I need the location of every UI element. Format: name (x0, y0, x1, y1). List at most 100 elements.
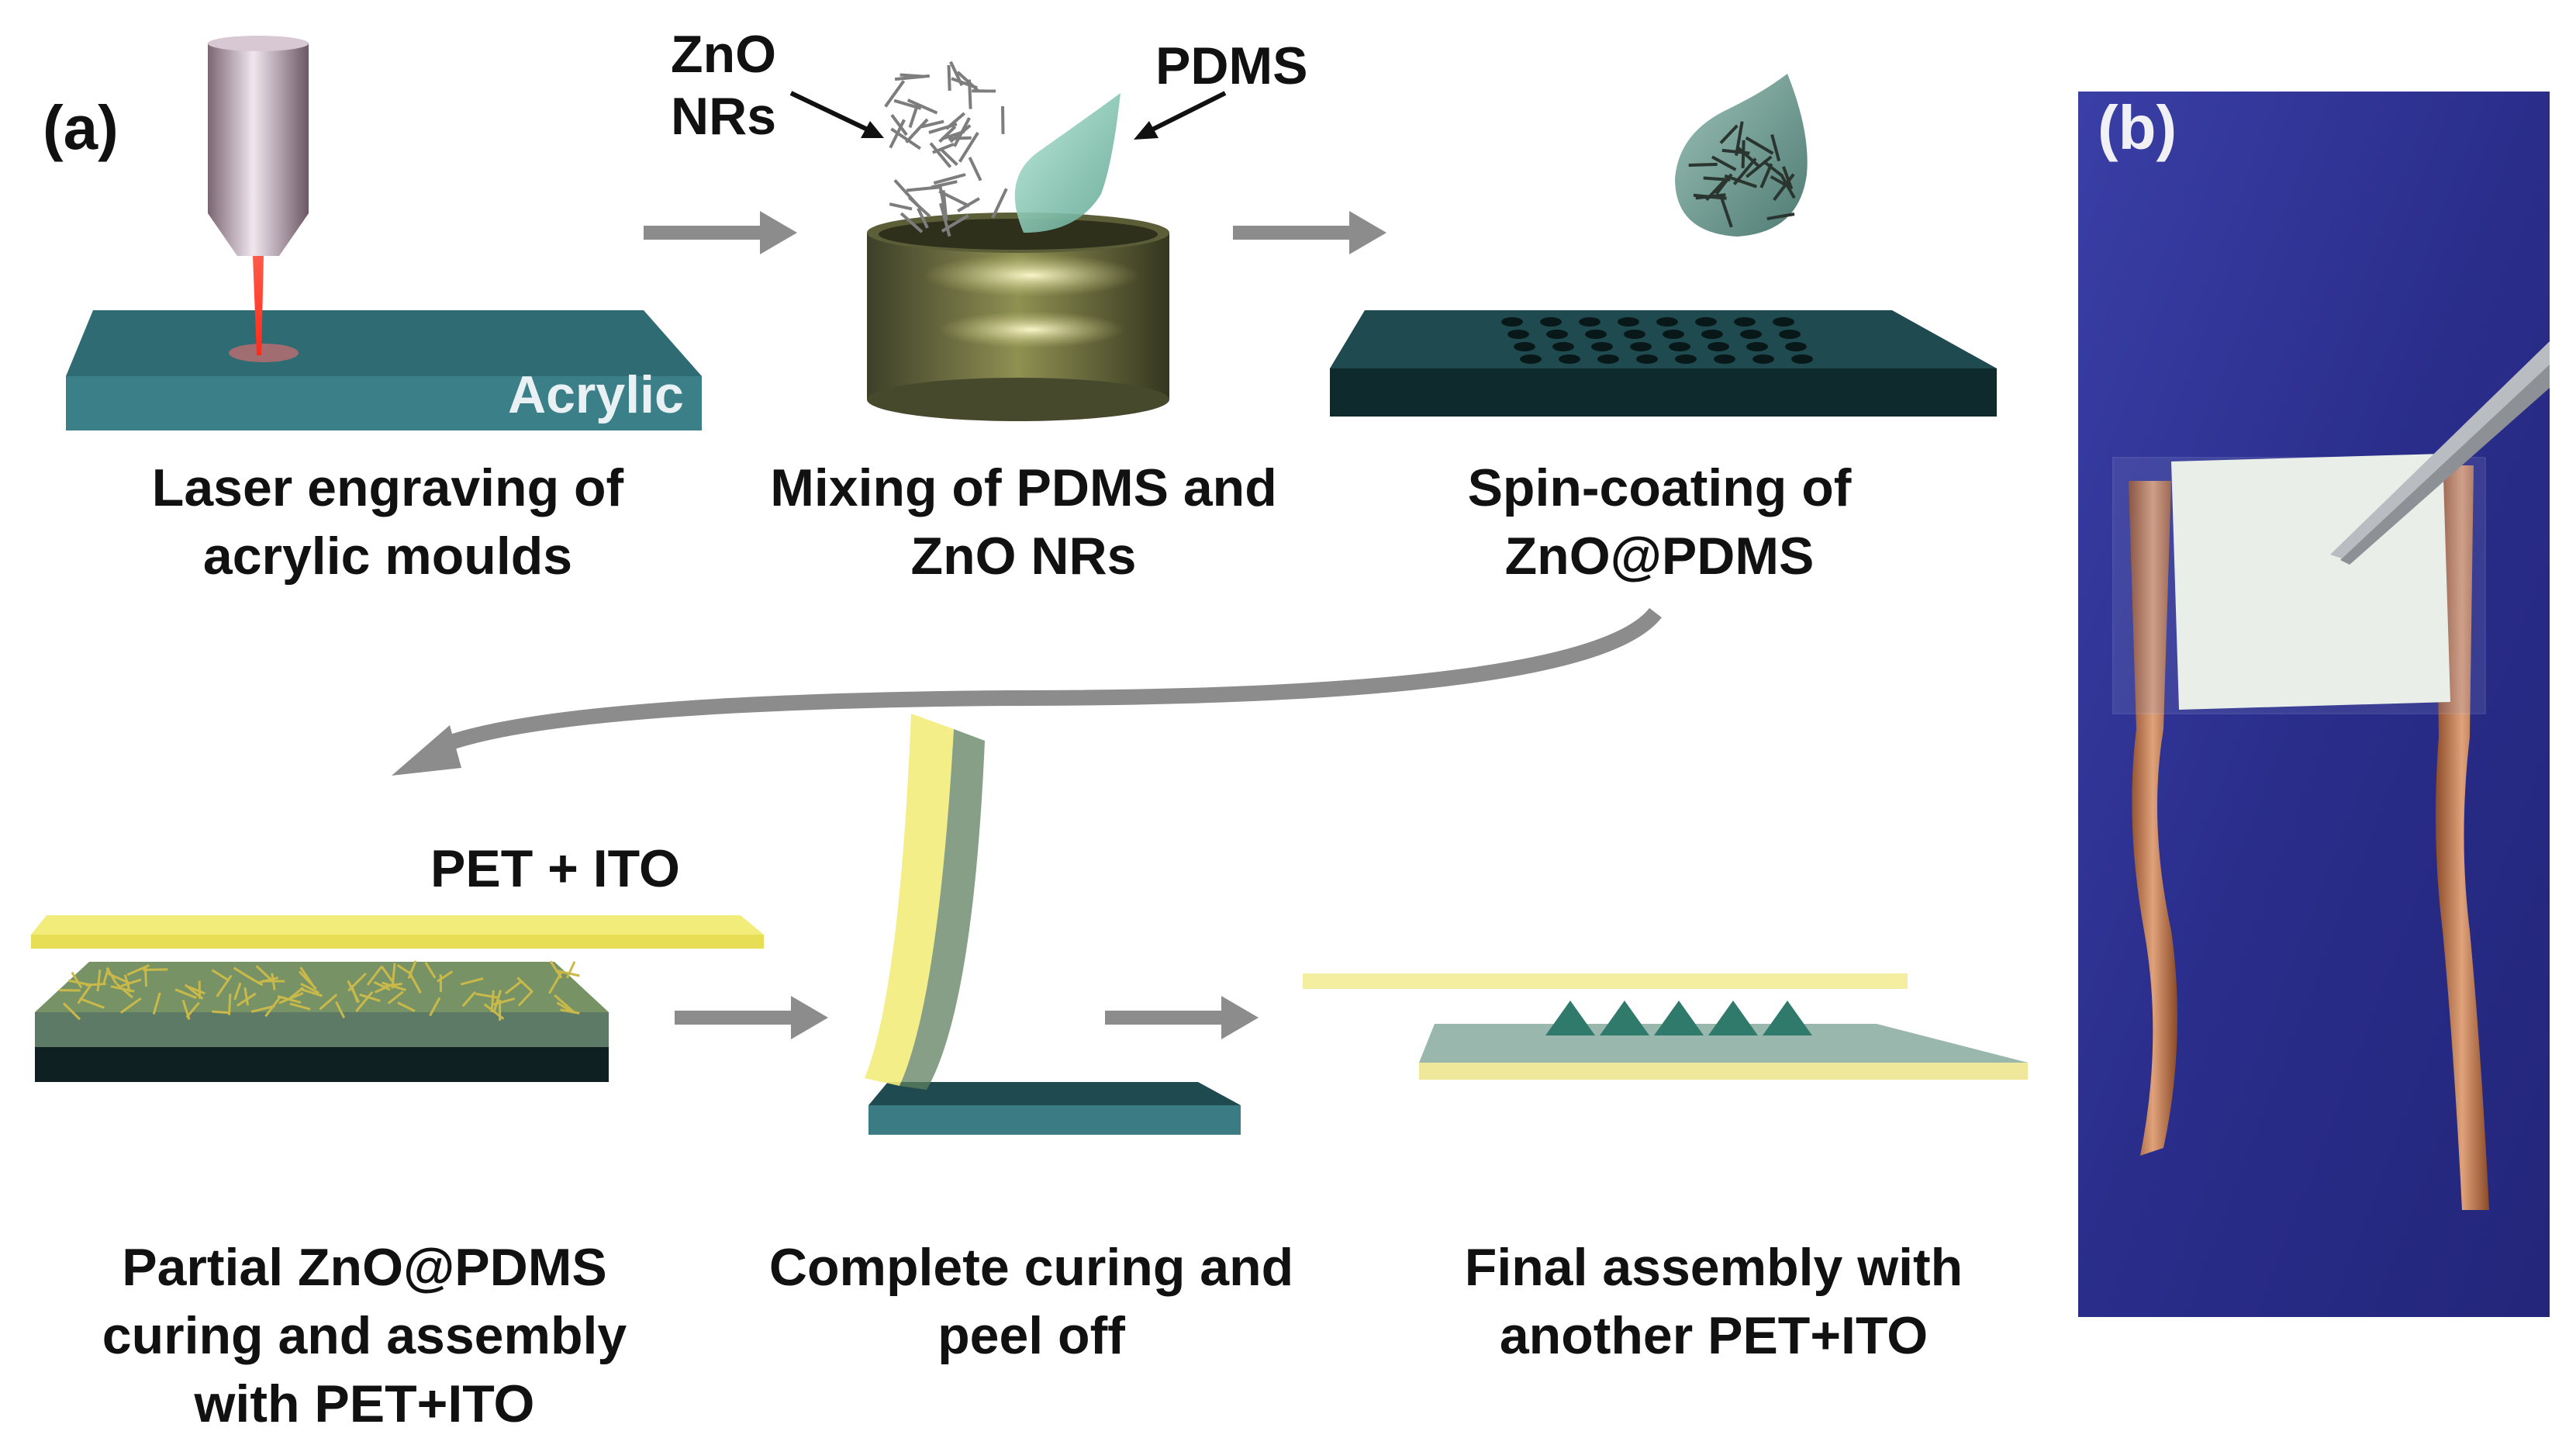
mould-cavity (1624, 330, 1645, 339)
zno-nanorod (429, 997, 441, 1017)
zno-nanorod (373, 980, 391, 991)
beaker-rim-inner (879, 219, 1158, 250)
zno-nanorod (347, 980, 361, 1003)
pyramid (1654, 1001, 1704, 1035)
zno-nanorod (77, 983, 93, 1004)
peel-mould-top (868, 1082, 1241, 1105)
zno-nanorod (152, 992, 161, 1015)
mould-cavity (1552, 342, 1574, 351)
mould-cavity (1734, 317, 1756, 327)
zno-nanorod (319, 994, 338, 1011)
pdms-droplet (1014, 93, 1121, 233)
zno-nanorod (1736, 146, 1759, 168)
zno-nanorod (941, 130, 965, 140)
mould-cavity (1630, 342, 1652, 351)
zno-nanorod (948, 136, 972, 140)
mould-cavity (1501, 317, 1523, 327)
zno-nanorod (188, 985, 205, 995)
caption-step-2-line-1: Mixing of PDMS and (770, 458, 1277, 517)
zno-nanorod (264, 996, 281, 1018)
zno-nanorod (1766, 213, 1795, 220)
zno-nanorod (941, 214, 969, 233)
mould-cavity (1597, 354, 1619, 364)
spin-coating-scene (1330, 74, 1997, 417)
zno-nanorod (938, 125, 957, 143)
zno-pointer (789, 91, 874, 134)
zno-nanorod (1773, 173, 1795, 202)
zno-nanorod (461, 990, 477, 1008)
laser-nozzle-top (208, 36, 309, 51)
caption-step-4-line-1: Partial ZnO@PDMS (122, 1238, 607, 1297)
arrow-step-5-to-6 (1105, 996, 1259, 1039)
mould-cavity (1773, 317, 1794, 327)
caption-step-6-line-1: Final assembly with (1464, 1238, 1963, 1297)
pdms-pointer (1146, 91, 1227, 134)
zno-nanorod (216, 974, 233, 997)
mould-cavity (1791, 354, 1813, 364)
zno-nanorod (554, 994, 575, 1013)
mould-cavity (1785, 342, 1807, 351)
zno-nanorod (120, 978, 142, 987)
caption-step-1: Laser engraving of acrylic moulds (101, 454, 675, 590)
zno-nanorod (893, 178, 920, 207)
curved-arrow-row-1-to-2 (392, 607, 1662, 776)
arrows-row-1 (644, 211, 1386, 254)
zno-nanorod (298, 970, 317, 990)
zno-nanorod (116, 983, 133, 999)
zno-nanorod (71, 971, 83, 989)
zno-nanorod (1746, 155, 1773, 178)
laser-nozzle (208, 43, 309, 213)
mould-cavity (1740, 330, 1762, 339)
zno-nanorod (174, 988, 197, 999)
zno-nanorod (255, 965, 274, 982)
zno-nanorod (391, 963, 396, 989)
arrows-row-2 (675, 996, 1259, 1039)
zno-nanorod (424, 962, 437, 979)
zno-nanorod (475, 992, 498, 999)
zno-nanorod (947, 64, 951, 91)
mixing-scene (867, 60, 1169, 421)
zno-nanorod (565, 961, 576, 979)
mould-cavity (1663, 330, 1684, 339)
device-photo (2078, 92, 2550, 1317)
zno-nanorod (1782, 166, 1794, 190)
pyramid (1708, 1001, 1758, 1035)
zno-layer-front (35, 1012, 609, 1047)
mould-cavity (1779, 330, 1801, 339)
laser-beam (253, 256, 264, 355)
zno-nanorod (505, 980, 523, 995)
mould-cavity (1701, 330, 1723, 339)
zno-nanorod (359, 993, 381, 1002)
mould-base (35, 1047, 609, 1082)
beaker-glow-1 (923, 254, 1140, 297)
panel-a-label: (a) (43, 93, 119, 162)
zno-nanorod (237, 992, 257, 1007)
pyramid (1763, 1001, 1812, 1035)
zno-nanorod (905, 118, 929, 143)
zno-nanorod (250, 1004, 275, 1013)
zno-nanorod (968, 157, 982, 181)
beaker-glow-2 (938, 311, 1124, 348)
pet-ito-sheet-top (31, 915, 764, 935)
caption-step-3: Spin-coating of ZnO@PDMS (1373, 454, 1946, 590)
arrow-step-1-to-2 (644, 211, 797, 254)
acrylic-slab-front (66, 376, 702, 430)
tweezer (2330, 341, 2550, 565)
zno-nanorod (407, 960, 417, 980)
annotation-pointers (789, 91, 1227, 140)
zno-nanorod (920, 119, 944, 129)
arrow-step-2-to-3 (1233, 211, 1386, 254)
zno-nanorod (889, 119, 906, 149)
zno-nanorod (889, 202, 913, 211)
caption-step-5: Complete curing and peel off (744, 1233, 1318, 1370)
droplet-nanorods (1688, 121, 1796, 228)
mould-cavity (1507, 330, 1529, 339)
peel-off-scene (865, 714, 1241, 1135)
zno-nanorod (1735, 121, 1744, 156)
pyramid-microstructures (1545, 1001, 1812, 1035)
zno-nanorod (917, 207, 929, 229)
zno-pdms-droplet (1675, 74, 1808, 237)
zno-nanorod (120, 997, 142, 1014)
